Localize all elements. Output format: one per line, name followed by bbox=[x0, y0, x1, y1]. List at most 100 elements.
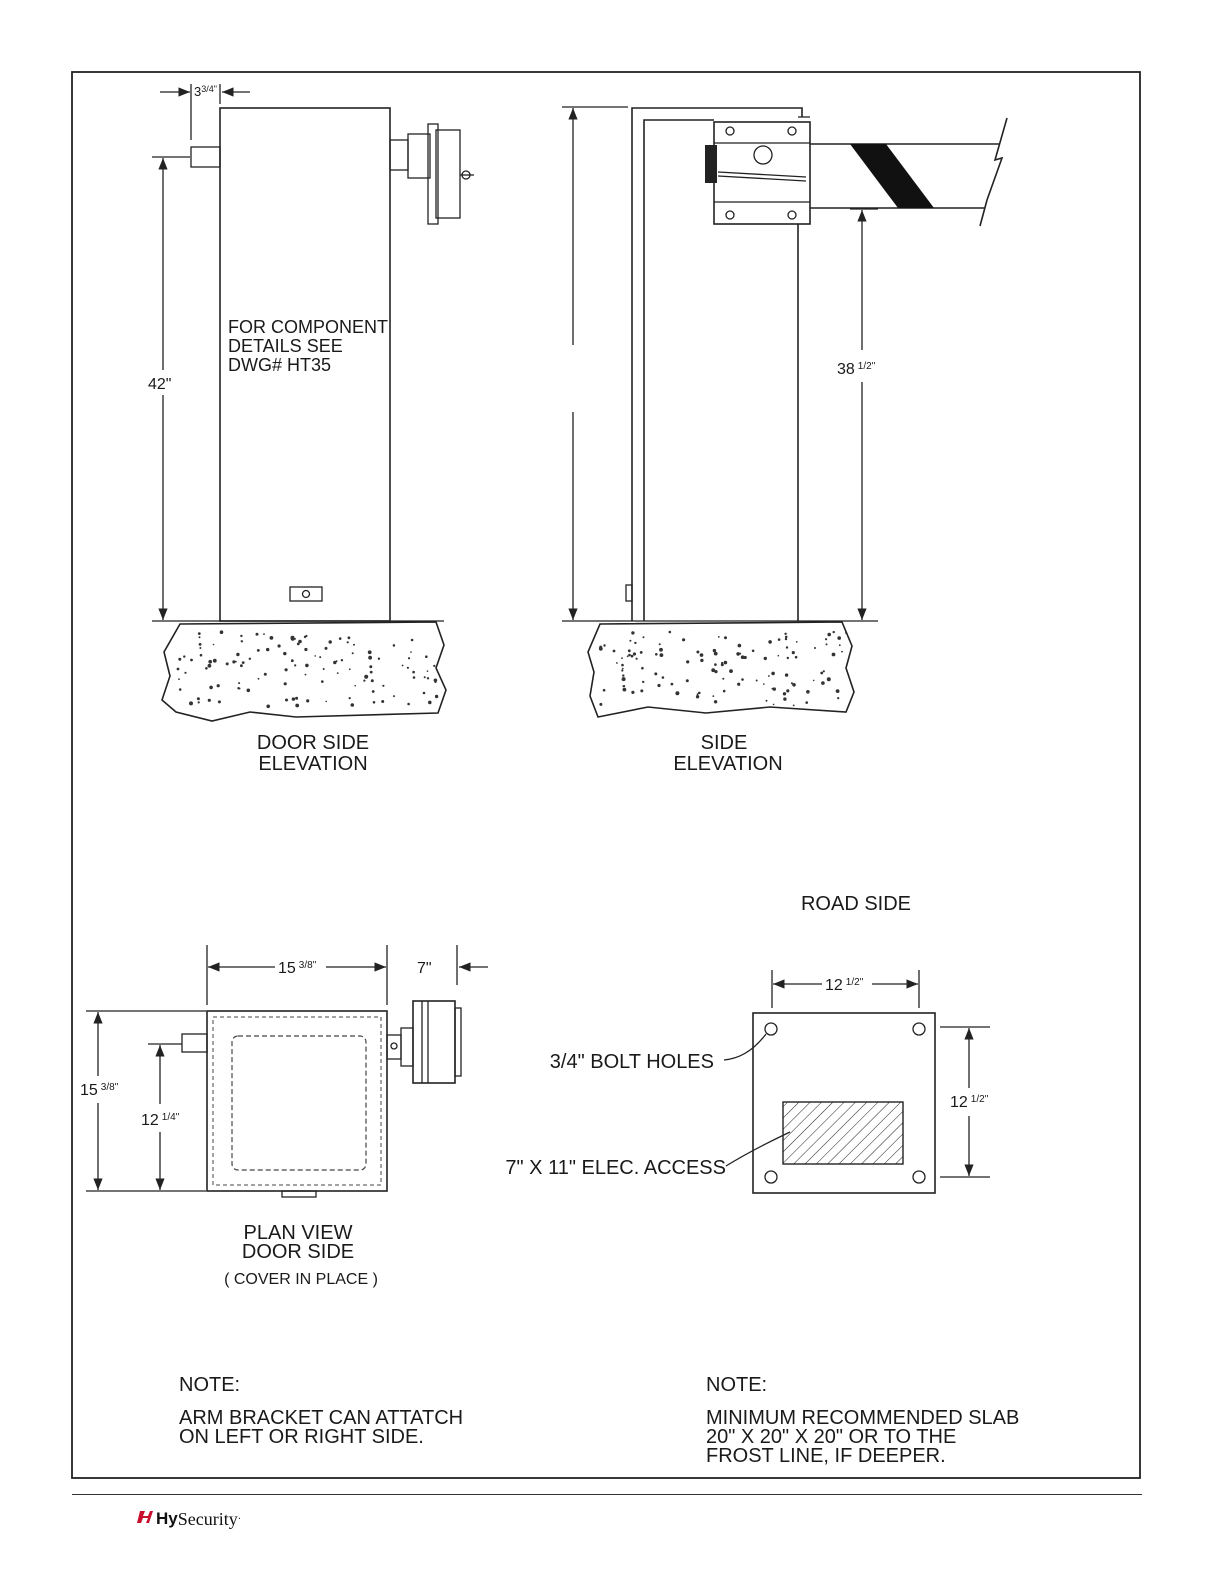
concrete-speckle bbox=[782, 692, 787, 696]
concrete-speckle bbox=[197, 632, 201, 635]
concrete-speckle bbox=[304, 647, 308, 652]
concrete-speckle bbox=[832, 630, 835, 634]
door-side-elevation bbox=[152, 84, 474, 722]
concrete-speckle bbox=[739, 652, 742, 655]
concrete-speckle bbox=[777, 654, 780, 657]
brand-bold: Hy bbox=[156, 1509, 178, 1528]
concrete-speckle bbox=[844, 632, 847, 634]
concrete-speckle bbox=[314, 655, 317, 657]
note-right-heading: NOTE: bbox=[706, 1374, 767, 1396]
concrete-speckle bbox=[740, 655, 745, 659]
concrete-speckle bbox=[235, 660, 237, 663]
concrete-speckle bbox=[621, 657, 623, 659]
concrete-speckle bbox=[598, 646, 603, 651]
concrete-speckle bbox=[696, 650, 700, 654]
note-left-line1: ARM BRACKET CAN ATTATCH bbox=[179, 1407, 463, 1429]
concrete-speckle bbox=[791, 651, 795, 655]
concrete-speckle bbox=[629, 639, 632, 642]
concrete-speckle bbox=[425, 655, 428, 658]
concrete-speckle bbox=[700, 658, 704, 663]
concrete-speckle bbox=[642, 680, 645, 684]
note-right-line3: FROST LINE, IF DEEPER. bbox=[706, 1445, 946, 1467]
drawing-border bbox=[71, 71, 1141, 1479]
concrete-speckle bbox=[340, 659, 344, 662]
bolt-hole bbox=[912, 1170, 926, 1184]
concrete-speckle bbox=[837, 697, 840, 700]
electrical-access bbox=[782, 1101, 904, 1165]
concrete-speckle bbox=[298, 639, 302, 644]
arm-mount bbox=[389, 123, 474, 225]
concrete-speckle bbox=[713, 651, 718, 656]
concrete-speckle bbox=[639, 651, 643, 654]
barrier-arm bbox=[810, 117, 1008, 227]
concrete-speckle bbox=[720, 663, 724, 667]
concrete-speckle bbox=[657, 683, 661, 688]
concrete-speckle bbox=[406, 666, 409, 669]
concrete-speckle bbox=[346, 641, 349, 644]
concrete-speckle bbox=[722, 689, 726, 693]
side-title-line1: SIDE bbox=[701, 732, 748, 754]
concrete-speckle bbox=[178, 688, 182, 691]
concrete-speckle bbox=[238, 682, 241, 685]
component-note-line1: FOR COMPONENT bbox=[228, 317, 388, 337]
concrete-speckle bbox=[232, 660, 236, 664]
hysecurity-logo: Hy Security · bbox=[136, 1508, 241, 1530]
concrete-speckle bbox=[295, 696, 299, 700]
concrete-speckle bbox=[712, 648, 717, 653]
concrete-speckle bbox=[755, 679, 758, 682]
concrete-speckle bbox=[659, 653, 664, 657]
concrete-speckle bbox=[255, 632, 259, 636]
component-note-line3: DWG# HT35 bbox=[228, 355, 331, 375]
concrete-speckle bbox=[353, 643, 355, 646]
concrete-speckle bbox=[822, 670, 825, 673]
door-side-title-line2: ELEVATION bbox=[258, 753, 367, 775]
concrete-speckle bbox=[696, 693, 699, 696]
concrete-speckle bbox=[784, 637, 788, 641]
concrete-speckle bbox=[792, 704, 795, 707]
concrete-speckle bbox=[295, 703, 300, 708]
concrete-speckle bbox=[407, 657, 411, 660]
concrete-speckle bbox=[328, 640, 332, 644]
concrete-speckle bbox=[433, 678, 438, 683]
bolt-hole bbox=[764, 1022, 778, 1036]
concrete-speckle bbox=[393, 695, 395, 698]
concrete-speckle bbox=[712, 695, 715, 697]
concrete-speckle bbox=[826, 677, 831, 682]
concrete-speckle bbox=[350, 703, 355, 707]
concrete-speckle bbox=[370, 679, 374, 683]
concrete-speckle bbox=[771, 671, 775, 676]
concrete-speckle bbox=[777, 638, 781, 641]
concrete-speckle bbox=[382, 684, 385, 687]
concrete-speckle bbox=[207, 698, 211, 702]
concrete-speckle bbox=[284, 668, 288, 672]
concrete-speckle bbox=[632, 652, 637, 656]
concrete-speckle bbox=[246, 688, 251, 693]
concrete-speckle bbox=[412, 670, 415, 674]
note-left-line2: ON LEFT OR RIGHT SIDE. bbox=[179, 1426, 424, 1448]
concrete-speckle bbox=[790, 682, 793, 685]
concrete-speckle bbox=[658, 643, 661, 646]
concrete-speckle bbox=[686, 660, 690, 664]
concrete-speckle bbox=[820, 671, 824, 675]
concrete-speckle bbox=[269, 636, 274, 640]
bolt-hole bbox=[764, 1170, 778, 1184]
concrete-speckle bbox=[212, 643, 215, 646]
concrete-speckle bbox=[621, 663, 624, 667]
concrete-speckle bbox=[821, 681, 825, 685]
door-side-title-line1: DOOR SIDE bbox=[257, 732, 369, 754]
concrete-speckle bbox=[668, 630, 672, 634]
concrete-speckle bbox=[296, 642, 300, 646]
concrete-speckle bbox=[237, 687, 240, 690]
concrete-speckle bbox=[814, 647, 816, 649]
concrete-speckle bbox=[306, 699, 310, 703]
concrete-speckle bbox=[266, 704, 271, 709]
concrete-speckle bbox=[640, 689, 644, 693]
concrete-speckle bbox=[794, 655, 798, 659]
concrete-speckle bbox=[812, 679, 815, 682]
concrete-speckle bbox=[257, 677, 260, 680]
concrete-speckle bbox=[428, 700, 432, 705]
concrete-speckle bbox=[622, 687, 627, 692]
concrete-speckle bbox=[784, 673, 789, 677]
